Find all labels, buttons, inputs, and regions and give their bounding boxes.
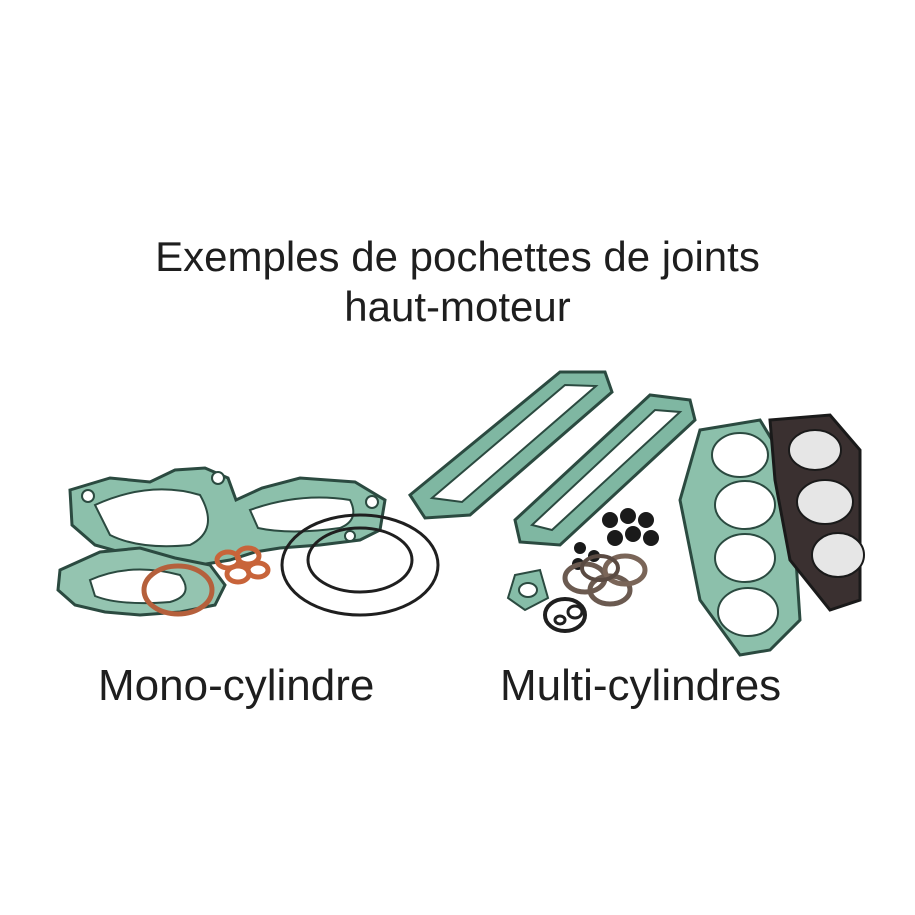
copper-ring: [141, 563, 215, 617]
oil-seals: [543, 597, 587, 633]
exhaust-rings: [562, 553, 648, 607]
mono-cylinder-kit-image: [56, 466, 440, 617]
title-line-1: Exemples de pochettes de joints: [155, 233, 760, 280]
page-title: Exemples de pochettes de joints haut-mot…: [0, 232, 915, 332]
mono-cylinder-caption: Mono-cylindre: [98, 661, 375, 710]
multi-cylinder-kit-image: [408, 370, 865, 657]
multi-cylinder-caption: Multi-cylindres: [500, 661, 782, 710]
title-line-2: haut-moteur: [344, 283, 571, 330]
o-rings: [280, 513, 440, 617]
valve-stem-seals: [572, 508, 659, 570]
copper-washers: [214, 545, 271, 585]
